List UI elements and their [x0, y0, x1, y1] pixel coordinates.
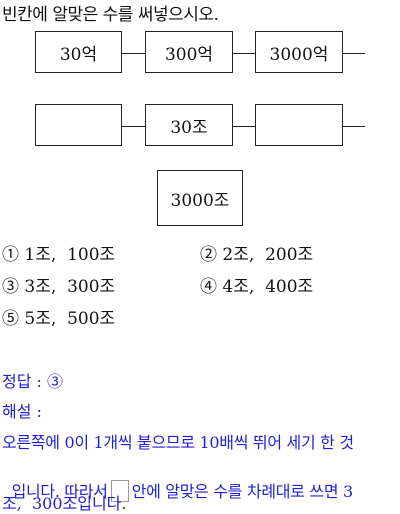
diagram-box-r1-3: 3000억 [255, 31, 343, 73]
explanation-line-2-part-a: 입니다. 따라서 [11, 482, 108, 501]
choice-4: ④ 4조, 400조 [200, 277, 314, 297]
diagram-box-r2-2: 30조 [145, 104, 233, 146]
diagram-box-r1-2: 300억 [145, 31, 233, 73]
connector-line [343, 53, 365, 54]
connector-line [343, 126, 365, 127]
explanation-line-1: 오른쪽에 0이 1개씩 붙으므로 10배씩 뛰어 세기 한 것 [2, 433, 354, 452]
explanation-line-2: 입니다. 따라서 안에 알맞은 수를 차례대로 쓰면 3 [2, 459, 353, 504]
choice-3: ③ 3조, 300조 [2, 277, 116, 297]
choice-5: ⑤ 5조, 500조 [2, 309, 116, 329]
connector-line [233, 53, 255, 54]
diagram-box-r2-1-blank [35, 104, 122, 146]
diagram-box-r2-3-blank [255, 104, 343, 146]
answer-label: 정답 : ③ [2, 372, 64, 391]
blank-box-icon [110, 479, 129, 502]
choice-1: ① 1조, 100조 [2, 245, 116, 265]
explanation-line-3: 조, 300조입니다. [2, 494, 127, 513]
choice-2: ② 2조, 200조 [200, 245, 314, 265]
diagram-box-r3-1: 3000조 [157, 170, 243, 226]
explanation-line-2-part-b: 안에 알맞은 수를 차례대로 쓰면 3 [131, 482, 354, 501]
diagram-box-r1-1: 30억 [35, 31, 122, 73]
connector-line [122, 53, 145, 54]
explanation-label: 해설 : [2, 402, 42, 421]
connector-line [233, 126, 255, 127]
question-text: 빈칸에 알맞은 수를 써넣으시오. [2, 5, 219, 25]
connector-line [122, 126, 145, 127]
